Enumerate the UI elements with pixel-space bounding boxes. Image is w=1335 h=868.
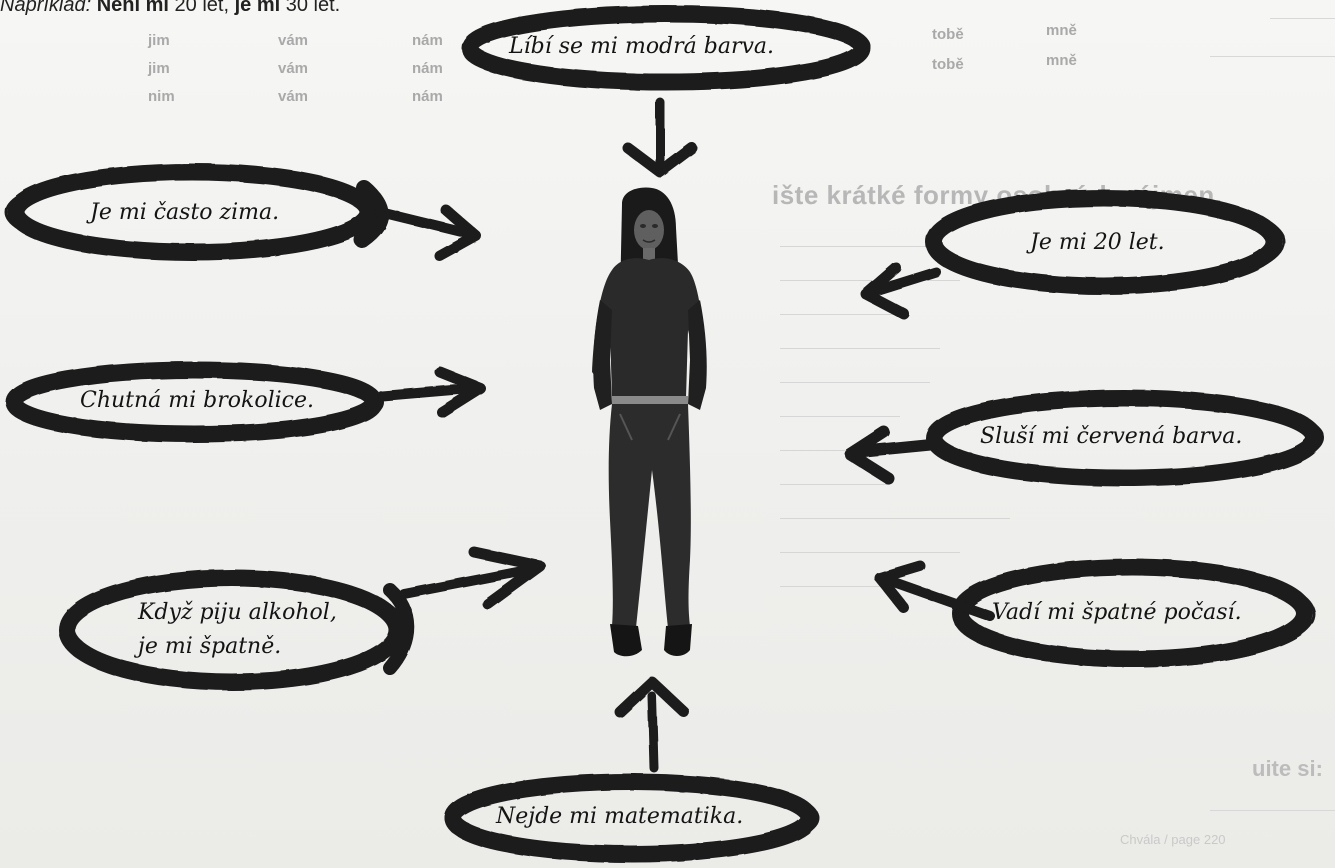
bg-line — [780, 574, 890, 587]
arrow-from-zima — [375, 204, 482, 262]
bg-line — [1210, 800, 1335, 811]
bubble-outline-20-let — [925, 189, 1286, 295]
bg-line — [1270, 6, 1335, 19]
bg-line — [780, 472, 890, 485]
bg-exercise-heading: uite si: — [1252, 756, 1323, 781]
example-text-1: 20 let, — [174, 0, 230, 16]
bg-pronoun: vám — [278, 32, 309, 49]
bubble-text-alkohol: Když piju alkohol, je mi špatně. — [138, 596, 337, 664]
bg-line — [780, 336, 940, 349]
bg-pronoun: tobě — [932, 56, 964, 73]
arrow-from-alkohol — [399, 546, 546, 610]
bg-footer: Chvála / page 220 — [1120, 832, 1226, 847]
bg-line — [1210, 44, 1335, 57]
bubble-text-brokolice: Chutná mi brokolice. — [80, 388, 315, 413]
arrow-from-pocasi — [874, 560, 995, 621]
bg-pronoun: mně — [1046, 52, 1077, 69]
bg-line — [780, 404, 900, 417]
example-sentence: Například: Není mi 20 let, je mi 30 let. — [0, 0, 340, 17]
arrow-from-matematika — [614, 676, 690, 773]
bubble-text-20-let: Je mi 20 let. — [1030, 230, 1165, 255]
bg-pronoun: jim — [148, 60, 170, 77]
bg-pronoun: nám — [412, 32, 443, 49]
bg-line — [780, 370, 930, 383]
arrow-from-modra — [622, 97, 698, 178]
bubble-outline-modra — [461, 5, 871, 91]
bubble-text-alkohol-line1: Když piju alkohol, — [138, 600, 337, 625]
arrow-from-cervena — [844, 426, 942, 484]
bubble-text-cervena: Sluší mi červená barva. — [980, 424, 1243, 449]
example-bold-1: Není mi — [96, 0, 169, 16]
bubble-outline-pocasi — [951, 558, 1316, 668]
bg-pronoun: tobě — [932, 26, 964, 43]
bg-pronoun: nám — [412, 88, 443, 105]
bubble-outline-brokolice — [5, 361, 384, 443]
example-text-2: 30 let. — [285, 0, 341, 16]
bg-line — [780, 540, 960, 553]
girl-figure — [592, 187, 707, 657]
example-bold-2: je mi — [234, 0, 281, 16]
bubble-text-pocasi: Vadí mi špatné počasí. — [992, 600, 1242, 625]
bg-line — [780, 302, 900, 315]
bg-line — [780, 438, 870, 451]
arrow-from-20-let — [860, 262, 941, 320]
arrow-from-brokolice — [377, 366, 486, 418]
bg-pronoun: nám — [412, 60, 443, 77]
bubble-text-alkohol-line2: je mi špatně. — [138, 634, 282, 659]
bubble-text-zima: Je mi často zima. — [90, 200, 280, 225]
bg-line — [780, 234, 930, 247]
bg-line — [780, 268, 960, 281]
bubble-text-modra: Líbí se mi modrá barva. — [509, 34, 775, 59]
bubble-outline-matematika — [444, 773, 820, 863]
bg-pronoun: mně — [1046, 22, 1077, 39]
bubble-outline-alkohol — [58, 569, 415, 691]
bubble-outline-cervena — [925, 389, 1325, 487]
bg-line — [780, 506, 1010, 519]
bg-pronoun: nim — [148, 88, 175, 105]
bg-pronoun: jim — [148, 32, 170, 49]
example-label: Například: — [0, 0, 92, 16]
bg-pronoun: vám — [278, 60, 309, 77]
bubble-text-matematika: Nejde mi matematika. — [496, 804, 744, 829]
bg-pronoun: vám — [278, 88, 309, 105]
